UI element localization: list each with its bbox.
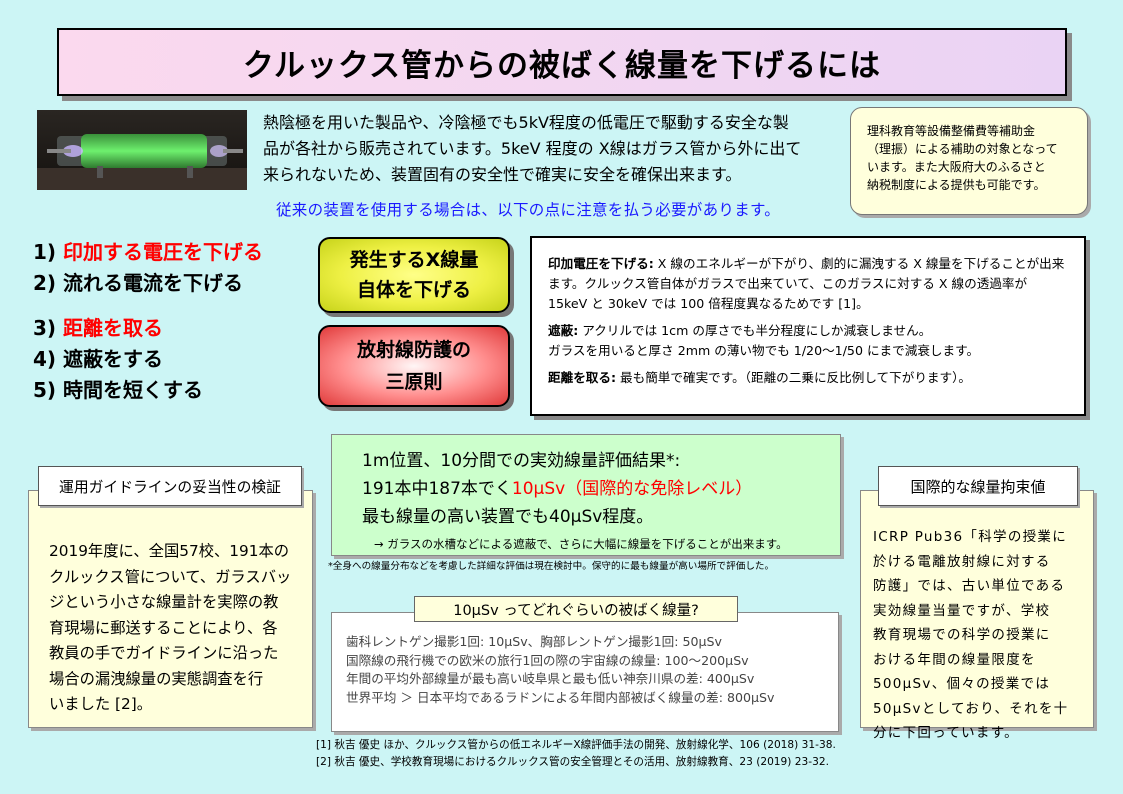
guide-line: いました [2]。 [49, 695, 153, 713]
crookes-tube-image [37, 110, 247, 190]
principle-2: 2) 流れる電流を下げる [33, 269, 243, 297]
badge-line: 三原則 [385, 371, 443, 393]
guide-line: 場合の漏洩線量の実態調査を行 [49, 669, 264, 688]
result-line: 最も線量の高い装置でも40μSv程度。 [362, 507, 654, 527]
dose-line: 歯科レントゲン撮影1回: 10μSv、胸部レントゲン撮影1回: 50μSv [346, 634, 722, 649]
principle-number: 1) [33, 240, 57, 264]
reference-2: [2] 秋吉 優史、学校教育現場におけるクルックス管の安全管理とその活用、放射線… [316, 756, 829, 768]
voltage-explanation: 印加電圧を下げる: X 線のエネルギーが下がり、劇的に漏洩する X 線量を下げる… [548, 254, 1070, 314]
principle-text: 印加する電圧を下げる [63, 240, 264, 264]
voltage-heading: 印加電圧を下げる: [548, 256, 654, 271]
principle-number: 5) [33, 378, 57, 402]
dose-comparison-box: 歯科レントゲン撮影1回: 10μSv、胸部レントゲン撮影1回: 50μSv 国際… [331, 612, 839, 732]
shield-explanation: 遮蔽: アクリルでは 1cm の厚さでも半分程度にしか減衰しません。 ガラスを用… [548, 321, 1070, 361]
intro-line: 来られないため、装置固有の安全性で確実に安全を確保出来ます。 [263, 165, 742, 184]
principle-text: 流れる電流を下げる [63, 271, 244, 295]
xray-reduction-badge: 発生するX線量 自体を下げる [318, 237, 510, 313]
result-line: 1m位置、10分間での実効線量評価結果*: [362, 451, 681, 471]
reference-1: [1] 秋吉 優史 ほか、クルックス管からの低エネルギーX線評価手法の開発、放射… [316, 739, 836, 751]
badge-line: 発生するX線量 [349, 249, 479, 271]
intl-line: 教育現場での科学の授業に [873, 627, 1051, 643]
principle-5: 5) 時間を短くする [33, 376, 203, 404]
principle-number: 4) [33, 347, 57, 371]
intro-line: 品が各社から販売されています。5keV 程度の X線はガラス管から外に出て [263, 139, 802, 158]
guide-line: 育現場に郵送することにより、各 [49, 618, 278, 637]
principle-text: 距離を取る [63, 316, 164, 340]
principle-number: 3) [33, 316, 57, 340]
subsidy-line: （理振）による補助の対象となって [867, 142, 1058, 156]
principle-4: 4) 遮蔽をする [33, 345, 163, 373]
intl-line: 分に下回っています。 [873, 725, 1019, 741]
guide-line: 2019年度に、全国57校、191本の [49, 542, 290, 560]
page-title: クルックス管からの被ばく線量を下げるには [242, 47, 882, 84]
guideline-verification-box: 2019年度に、全国57校、191本の クルックス管について、ガラスバッ ジとい… [28, 490, 313, 728]
dose-comparison-label: 10μSv ってどれぐらいの被ばく線量? [414, 596, 738, 622]
intl-line: 防護」では、古い単位である [873, 578, 1066, 594]
intl-line: 於ける電離放射線に対する [873, 553, 1051, 570]
caution-text: 従来の装置を使用する場合は、以下の点に注意を払う必要があります。 [276, 201, 781, 219]
guide-line: ジという小さな線量計を実際の教 [49, 593, 279, 611]
dose-line: 世界平均 ＞ 日本平均であるラドンによる年間内部被ばく線量の差: 800μSv [346, 689, 775, 705]
intl-line: おける年間の線量限度を [873, 651, 1036, 668]
distance-heading: 距離を取る: [548, 370, 617, 385]
dose-result-box: 1m位置、10分間での実効線量評価結果*: 191本中187本でく10μSv（国… [331, 434, 841, 556]
intro-paragraph: 熱陰極を用いた製品や、冷陰極でも5kV程度の低電圧で駆動する安全な製 品が各社か… [263, 110, 838, 188]
distance-explanation: 距離を取る: 最も簡単で確実です。（距離の二乗に反比例して下がります）。 [548, 368, 1070, 388]
subsidy-line: います。また大阪府大のふるさと [867, 160, 1046, 174]
subsidy-note: 理科教育等設備整備費等補助金 （理振）による補助の対象となって います。また大阪… [850, 107, 1088, 215]
result-note: → ガラスの水槽などによる遮蔽で、さらに大幅に線量を下げることが出来ます。 [374, 537, 788, 551]
intl-line: 50μSvとしており、それを十 [873, 700, 1069, 717]
intl-line: ICRP Pub36「科学の授業に [873, 529, 1068, 545]
principle-1: 1) 印加する電圧を下げる [33, 238, 263, 266]
radiation-protection-badge: 放射線防護の 三原則 [318, 325, 510, 407]
principle-number: 2) [33, 271, 57, 295]
subsidy-line: 理科教育等設備整備費等補助金 [867, 124, 1036, 138]
principle-3: 3) 距離を取る [33, 314, 163, 342]
crookes-tube-photo [37, 110, 247, 190]
intl-line: 500μSv、個々の授業では [873, 676, 1051, 692]
dose-line: 国際線の飛行機での欧米の旅行1回の際の宇宙線の線量: 100〜200μSv [346, 652, 749, 668]
dose-line: 年間の平均外部線量が最も高い岐阜県と最も低い神奈川県の差: 400μSv [346, 671, 755, 686]
guide-line: 教員の手でガイドラインに沿った [49, 644, 279, 662]
intro-line: 熱陰極を用いた製品や、冷陰極でも5kV程度の低電圧で駆動する安全な製 [263, 113, 789, 132]
result-highlight: 10μSv（国際的な免除レベル） [511, 479, 753, 499]
principle-text: 遮蔽をする [63, 347, 164, 371]
result-footnote: *全身への線量分布などを考慮した詳細な評価は現在検討中。保守的に最も線量が高い場… [328, 561, 775, 572]
shield-heading: 遮蔽: [548, 323, 579, 338]
result-text: 191本中187本でく [362, 479, 512, 499]
result-line: 191本中187本でく10μSv（国際的な免除レベル） [362, 475, 840, 503]
international-limit-label: 国際的な線量拘束値 [878, 466, 1078, 506]
badge-line: 放射線防護の [356, 339, 471, 361]
guide-line: クルックス管について、ガラスバッ [49, 567, 292, 586]
shield-body: ガラスを用いると厚さ 2mm の薄い物でも 1/20〜1/50 にまで減衰します… [548, 343, 980, 358]
title-banner: クルックス管からの被ばく線量を下げるには [57, 28, 1067, 96]
intl-line: 実効線量当量ですが、学校 [873, 602, 1051, 619]
shield-body: アクリルでは 1cm の厚さでも半分程度にしか減衰しません。 [578, 323, 932, 338]
explanation-box: 印加電圧を下げる: X 線のエネルギーが下がり、劇的に漏洩する X 線量を下げる… [530, 236, 1086, 416]
guideline-label: 運用ガイドラインの妥当性の検証 [38, 466, 302, 506]
distance-body: 最も簡単で確実です。（距離の二乗に反比例して下がります）。 [616, 370, 971, 385]
international-limit-box: ICRP Pub36「科学の授業に 於ける電離放射線に対する 防護」では、古い単… [860, 490, 1094, 741]
principle-text: 時間を短くする [63, 378, 204, 402]
voltage-body: X 線のエネルギーが下がり、劇的に漏洩する X 線量を下げることが出来ます。クル… [548, 256, 1065, 311]
subsidy-line: 納税制度による提供も可能です。 [867, 178, 1046, 192]
badge-line: 自体を下げる [356, 279, 471, 301]
